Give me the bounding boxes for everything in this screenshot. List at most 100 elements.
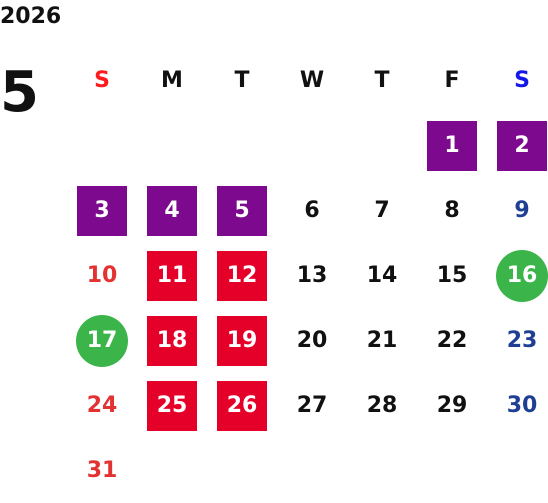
day-cell[interactable]: 9	[487, 178, 548, 243]
day-number: 27	[296, 393, 328, 418]
day-cell[interactable]: 11	[137, 243, 207, 308]
day-cell[interactable]: 24	[67, 373, 137, 438]
day-cell[interactable]: 20	[277, 308, 347, 373]
day-number: 18	[147, 315, 197, 366]
day-number	[217, 121, 267, 171]
day-number: 21	[366, 328, 398, 353]
day-number: 22	[436, 328, 468, 353]
day-cell[interactable]: 5	[207, 178, 277, 243]
day-number: 15	[436, 263, 468, 288]
day-number: 31	[86, 458, 118, 483]
day-number: 13	[296, 263, 328, 288]
day-cell[interactable]: 26	[207, 373, 277, 438]
day-number: 11	[147, 250, 197, 301]
day-number: 8	[444, 198, 460, 223]
day-number: 5	[217, 185, 267, 236]
day-cell[interactable]: 22	[417, 308, 487, 373]
day-cell	[137, 438, 207, 503]
day-cell[interactable]: 6	[277, 178, 347, 243]
day-cell[interactable]: 10	[67, 243, 137, 308]
day-number: 30	[506, 393, 538, 418]
day-number: 2	[497, 120, 547, 171]
day-number: 20	[296, 328, 328, 353]
day-number	[427, 446, 477, 496]
week-row: 31	[67, 438, 548, 503]
weekday-header-row: S M T W T F S	[67, 48, 548, 113]
day-cell[interactable]: 8	[417, 178, 487, 243]
day-number	[287, 446, 337, 496]
day-number: 23	[506, 328, 538, 353]
day-number: 7	[374, 198, 390, 223]
day-cell[interactable]: 4	[137, 178, 207, 243]
day-cell[interactable]: 13	[277, 243, 347, 308]
day-cell	[207, 113, 277, 178]
weekday-thursday: T	[374, 68, 390, 93]
day-cell	[207, 438, 277, 503]
weekday-monday: M	[161, 68, 183, 93]
weekday-saturday: S	[514, 68, 530, 93]
year-label: 2026	[0, 4, 62, 29]
day-cell[interactable]: 12	[207, 243, 277, 308]
day-number: 19	[217, 315, 267, 366]
day-number: 29	[436, 393, 468, 418]
day-cell[interactable]: 14	[347, 243, 417, 308]
day-number: 9	[514, 198, 530, 223]
day-cell	[347, 113, 417, 178]
day-cell	[417, 438, 487, 503]
day-cell[interactable]: 19	[207, 308, 277, 373]
day-number	[497, 446, 547, 496]
day-cell[interactable]: 7	[347, 178, 417, 243]
day-cell[interactable]: 27	[277, 373, 347, 438]
weekday-tuesday: T	[234, 68, 250, 93]
day-number	[147, 121, 197, 171]
day-number	[217, 446, 267, 496]
day-cell[interactable]: 1	[417, 113, 487, 178]
day-number	[357, 121, 407, 171]
day-cell[interactable]: 3	[67, 178, 137, 243]
day-cell[interactable]: 30	[487, 373, 548, 438]
day-number	[357, 446, 407, 496]
week-row: 10 11 12 13 14 15 16	[67, 243, 548, 308]
day-cell	[137, 113, 207, 178]
day-number: 12	[217, 250, 267, 301]
day-number: 28	[366, 393, 398, 418]
day-cell[interactable]: 15	[417, 243, 487, 308]
day-cell	[487, 438, 548, 503]
day-cell[interactable]: 2	[487, 113, 548, 178]
day-number: 3	[77, 185, 127, 236]
day-number: 26	[217, 380, 267, 431]
day-number: 10	[86, 263, 118, 288]
day-number: 1	[427, 120, 477, 171]
day-cell[interactable]: 16	[487, 243, 548, 308]
day-cell[interactable]: 17	[67, 308, 137, 373]
day-cell[interactable]: 31	[67, 438, 137, 503]
day-number	[147, 446, 197, 496]
day-cell[interactable]: 23	[487, 308, 548, 373]
day-cell[interactable]: 29	[417, 373, 487, 438]
day-cell[interactable]: 25	[137, 373, 207, 438]
day-cell	[277, 113, 347, 178]
day-number: 16	[496, 249, 548, 302]
day-cell	[277, 438, 347, 503]
month-label: 5	[0, 60, 39, 125]
day-number: 4	[147, 185, 197, 236]
weekday-friday: F	[444, 68, 460, 93]
day-cell	[67, 113, 137, 178]
day-number: 24	[86, 393, 118, 418]
day-number	[77, 121, 127, 171]
day-number: 14	[366, 263, 398, 288]
day-number: 6	[304, 198, 320, 223]
day-cell	[347, 438, 417, 503]
weekday-sunday: S	[94, 68, 110, 93]
day-cell[interactable]: 18	[137, 308, 207, 373]
day-cell[interactable]: 21	[347, 308, 417, 373]
day-number	[287, 121, 337, 171]
day-cell[interactable]: 28	[347, 373, 417, 438]
weekday-wednesday: W	[299, 68, 325, 93]
